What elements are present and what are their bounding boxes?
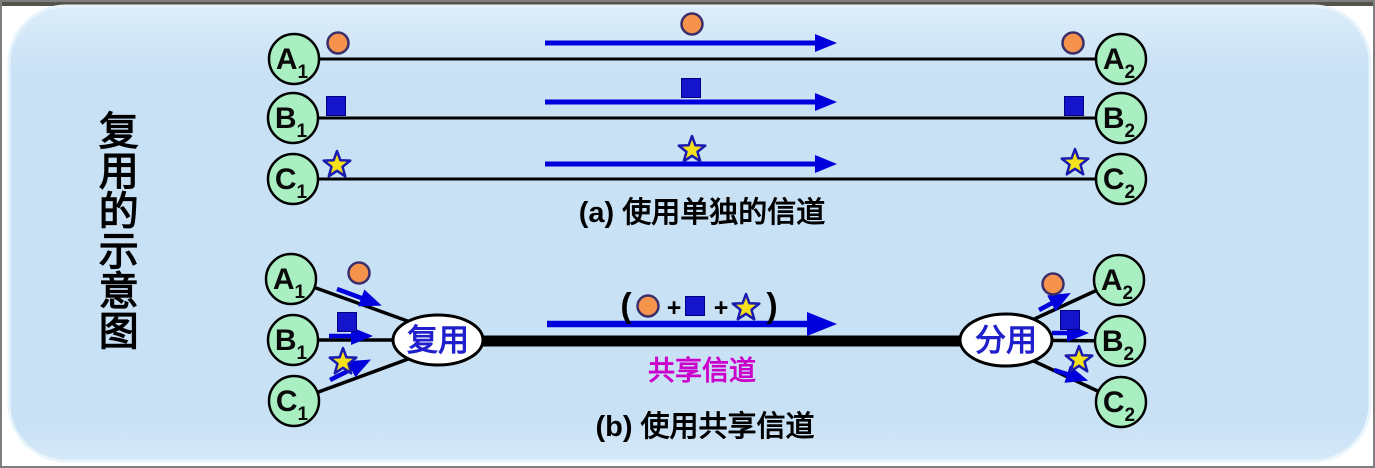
node-c2-label: C bbox=[1103, 163, 1125, 196]
combined-packets-label: ( + + ) bbox=[620, 287, 777, 325]
packet-square-icon bbox=[337, 312, 357, 332]
flow-arrow-demux-c2 bbox=[1053, 365, 1089, 383]
svg-text:C2: C2 bbox=[1103, 386, 1135, 426]
mux-oval: 复用 bbox=[391, 313, 485, 367]
node-b1-label: B bbox=[275, 324, 297, 357]
svg-text:C1: C1 bbox=[276, 385, 309, 425]
flow-arrow-a1-mux bbox=[336, 286, 382, 307]
node-c2: C2 bbox=[1094, 152, 1148, 206]
diagram-title-vertical: 复用的示意图 bbox=[92, 110, 137, 350]
node-c1-label: C bbox=[275, 163, 297, 196]
section-b: ( + + ) A1 B1 C1 bbox=[264, 252, 1148, 443]
node-b2-subscript: 2 bbox=[1125, 121, 1136, 142]
svg-text:B2: B2 bbox=[1103, 102, 1135, 142]
plus-sign: + bbox=[714, 294, 729, 322]
node-a1: A1 bbox=[267, 32, 321, 86]
node-b2-label: B bbox=[1102, 325, 1124, 358]
node-b1-subscript: 1 bbox=[297, 121, 308, 142]
shared-channel-label: 共享信道 bbox=[648, 355, 756, 386]
node-a2-subscript: 2 bbox=[1125, 62, 1136, 83]
packet-circle-icon bbox=[636, 294, 660, 318]
caption-a: (a) 使用单独的信道 bbox=[579, 195, 826, 229]
svg-text:C1: C1 bbox=[275, 163, 308, 203]
packet-square-icon bbox=[1060, 310, 1080, 330]
svg-text:A2: A2 bbox=[1101, 264, 1133, 304]
svg-text:C2: C2 bbox=[1103, 163, 1135, 203]
node-b2-label: B bbox=[1103, 102, 1125, 135]
plus-sign: + bbox=[667, 294, 682, 322]
node-b1: B1 bbox=[266, 91, 320, 145]
node-c2: C2 bbox=[1094, 375, 1148, 429]
demux-label: 分用 bbox=[975, 323, 1037, 358]
node-b1: B1 bbox=[266, 313, 320, 367]
node-c1-subscript: 1 bbox=[298, 404, 309, 425]
packet-square-icon bbox=[326, 96, 346, 116]
node-c1: C1 bbox=[266, 152, 320, 206]
node-b2: B2 bbox=[1093, 314, 1147, 368]
packet-circle-icon bbox=[347, 261, 371, 285]
node-c1-label: C bbox=[276, 385, 298, 418]
node-b2: B2 bbox=[1094, 91, 1148, 145]
open-paren: ( bbox=[620, 287, 632, 325]
node-a2-label: A bbox=[1101, 264, 1123, 297]
node-a1-subscript: 1 bbox=[295, 282, 306, 303]
node-c1-subscript: 1 bbox=[297, 182, 308, 203]
node-c2-label: C bbox=[1103, 386, 1125, 419]
node-b1-label: B bbox=[275, 102, 297, 135]
svg-text:B1: B1 bbox=[275, 324, 308, 364]
node-c2-subscript: 2 bbox=[1125, 182, 1136, 203]
node-a1-label: A bbox=[273, 263, 295, 296]
top-divider-line bbox=[2, 2, 1373, 6]
section-a: A1 B1 C1 A2 B2 C2 (a) 使用单独的信道 bbox=[266, 12, 1148, 229]
caption-b: (b) 使用共享信道 bbox=[595, 409, 814, 443]
panel-background bbox=[7, 4, 1372, 463]
node-a1: A1 bbox=[264, 252, 318, 306]
node-a2-subscript: 2 bbox=[1123, 283, 1134, 304]
svg-text:A1: A1 bbox=[276, 43, 309, 83]
node-a2: A2 bbox=[1092, 253, 1146, 307]
close-paren: ) bbox=[766, 287, 777, 325]
svg-text:A2: A2 bbox=[1103, 43, 1135, 83]
mux-label: 复用 bbox=[407, 323, 469, 358]
packet-circle-icon bbox=[1061, 31, 1085, 55]
node-c1: C1 bbox=[267, 374, 321, 428]
node-c2-subscript: 2 bbox=[1125, 405, 1136, 426]
packet-square-icon bbox=[681, 78, 701, 98]
node-a1-label: A bbox=[276, 43, 298, 76]
demux-oval: 分用 bbox=[958, 312, 1054, 368]
node-b1-subscript: 1 bbox=[297, 343, 308, 364]
node-b2-subscript: 2 bbox=[1124, 344, 1135, 365]
svg-text:B1: B1 bbox=[275, 102, 308, 142]
packet-square-icon bbox=[685, 296, 705, 316]
packet-circle-icon bbox=[326, 31, 350, 55]
svg-text:B2: B2 bbox=[1102, 325, 1134, 365]
packet-square-icon bbox=[1064, 96, 1084, 116]
node-a2: A2 bbox=[1094, 32, 1148, 86]
flow-arrow-demux-a2 bbox=[1037, 293, 1071, 312]
svg-text:A1: A1 bbox=[273, 263, 306, 303]
packet-circle-icon bbox=[1041, 272, 1065, 296]
packet-circle-icon bbox=[680, 12, 704, 36]
node-a2-label: A bbox=[1103, 43, 1125, 76]
node-a1-subscript: 1 bbox=[298, 62, 309, 83]
